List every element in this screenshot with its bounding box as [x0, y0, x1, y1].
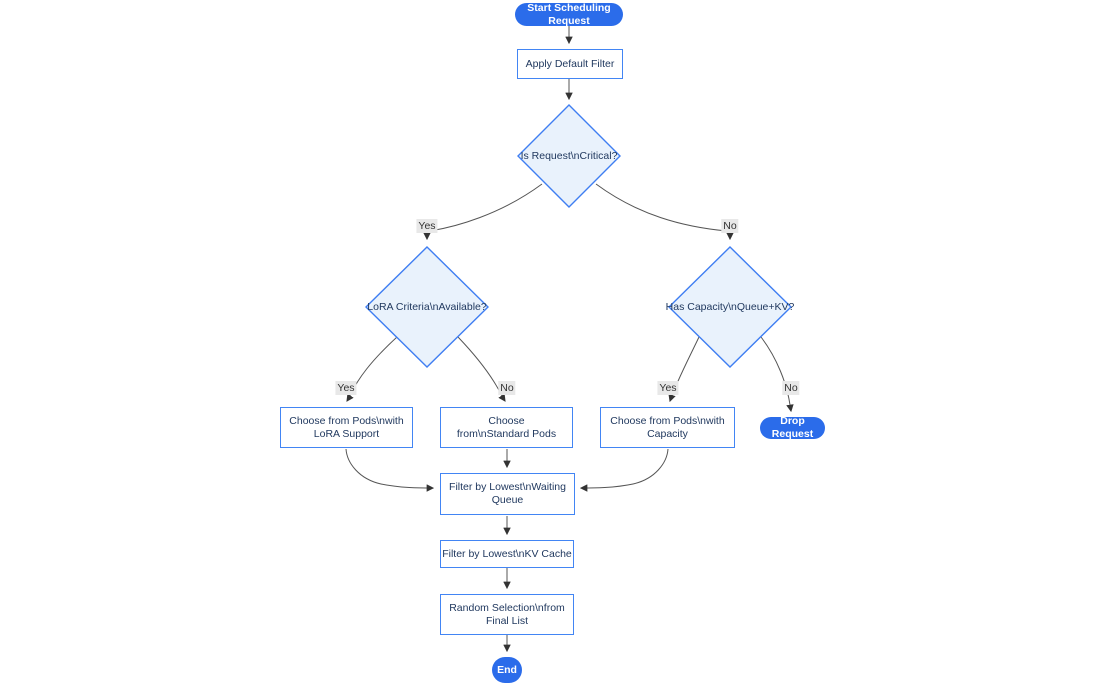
node-choose-standard-pods: Choose from\nStandard Pods [440, 407, 573, 448]
edge-label-capacity-yes: Yes [657, 381, 679, 395]
edge-critical-yes [423, 183, 543, 241]
node-choose-capacity-pods: Choose from Pods\nwith Capacity [600, 407, 735, 448]
node-random-selection-label: Random Selection\nfrom Final List [449, 601, 565, 627]
edge-label-critical-yes: Yes [416, 219, 438, 233]
node-end: End [492, 657, 522, 683]
edge-label-critical-no: No [721, 219, 739, 233]
node-drop-request: Drop Request [760, 415, 825, 440]
node-choose-standard-pods-label: Choose from\nStandard Pods [456, 414, 557, 440]
node-lora-criteria-label: LoRA Criteria\nAvailable? [367, 301, 487, 313]
edge-label-capacity-no: No [782, 381, 800, 395]
node-filter-kv-cache: Filter by Lowest\nKV Cache [440, 540, 574, 568]
node-has-capacity: Has Capacity\nQueue+KV? [666, 294, 795, 320]
node-is-critical: Is Request\nCritical? [509, 143, 629, 169]
node-choose-capacity-pods-label: Choose from Pods\nwith Capacity [610, 414, 725, 440]
node-end-label: End [497, 663, 517, 676]
edge-capacity-no [760, 336, 794, 413]
edge-lora-no [457, 336, 506, 402]
node-filter-kv-cache-label: Filter by Lowest\nKV Cache [442, 547, 572, 560]
node-start: Start Scheduling Request [515, 1, 623, 27]
decision-lora-criteria-shape [365, 246, 489, 368]
node-is-critical-label: Is Request\nCritical? [520, 150, 618, 162]
edge-label-lora-yes: Yes [335, 381, 357, 395]
node-start-label: Start Scheduling Request [527, 1, 611, 27]
edge-capacitypods-to-filter [579, 448, 669, 492]
edge-critical-no [595, 183, 734, 241]
node-lora-criteria: LoRA Criteria\nAvailable? [367, 294, 487, 320]
decision-has-capacity-shape [668, 246, 792, 368]
node-apply-default-filter: Apply Default Filter [517, 49, 623, 79]
node-apply-default-filter-label: Apply Default Filter [525, 57, 615, 70]
decision-is-critical-shape [517, 104, 621, 208]
edge-label-lora-no: No [498, 381, 516, 395]
node-random-selection: Random Selection\nfrom Final List [440, 594, 574, 635]
edge-lora-yes [346, 336, 398, 402]
node-drop-request-label: Drop Request [771, 415, 814, 440]
edge-lorapods-to-filter [345, 448, 435, 492]
node-has-capacity-label: Has Capacity\nQueue+KV? [665, 301, 795, 313]
node-filter-waiting-queue: Filter by Lowest\nWaiting Queue [440, 473, 575, 515]
node-choose-lora-pods: Choose from Pods\nwith LoRA Support [280, 407, 413, 448]
node-choose-lora-pods-label: Choose from Pods\nwith LoRA Support [289, 414, 404, 440]
edge-capacity-yes [668, 336, 700, 403]
node-filter-waiting-queue-label: Filter by Lowest\nWaiting Queue [449, 481, 566, 506]
